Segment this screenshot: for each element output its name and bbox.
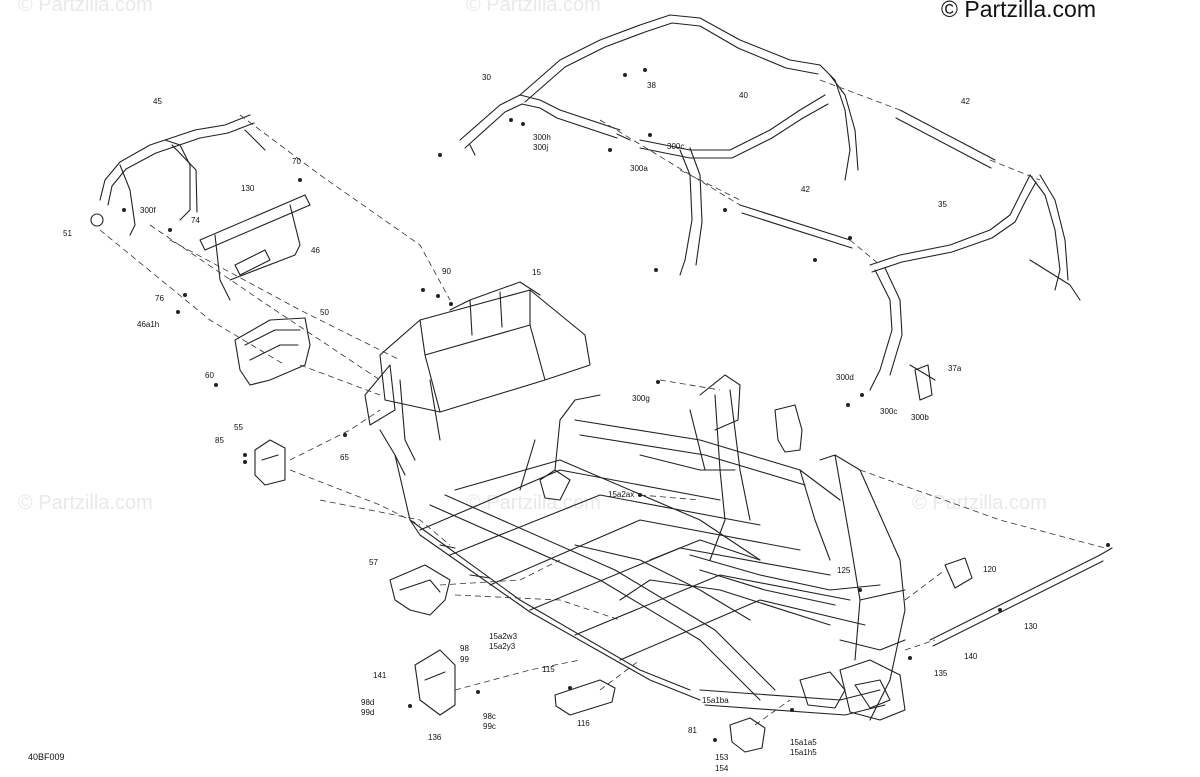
- callout-label: 76: [155, 294, 164, 303]
- callout-label: 120: [983, 565, 997, 574]
- callout-label: 300j: [533, 143, 549, 152]
- callout-label: 135: [934, 669, 948, 678]
- callout-label: 300c: [880, 407, 898, 416]
- callout-label: 38: [647, 81, 656, 90]
- callout-label: 15a1h5: [790, 748, 817, 757]
- callout-label: 70: [292, 157, 301, 166]
- callout-label: 99: [460, 655, 469, 664]
- callout-label: 98: [460, 644, 469, 653]
- callout-label: 136: [428, 733, 442, 742]
- callout-label: 116: [577, 719, 590, 728]
- watermark: © Partzilla.com: [912, 492, 1047, 514]
- callout-label: 15a2ax: [608, 490, 635, 499]
- callout-label: 140: [964, 652, 978, 661]
- callout-label: 98c: [483, 712, 496, 721]
- callout-label: 154: [715, 764, 729, 773]
- callout-label: 35: [938, 200, 947, 209]
- callout-label: 15: [532, 268, 541, 277]
- callout-label: 300c: [667, 142, 685, 151]
- callout-label: 46a1h: [137, 320, 160, 329]
- callout-label: 81: [688, 726, 697, 735]
- callout-label: 57: [369, 558, 378, 567]
- callout-label: 60: [205, 371, 214, 380]
- callout-label: 37a: [948, 364, 962, 373]
- callout-label: 15a1ba: [702, 696, 729, 705]
- watermark: © Partzilla.com: [466, 0, 601, 16]
- callout-label: 45: [153, 97, 162, 106]
- callout-label: 99c: [483, 722, 496, 731]
- callout-label: 300f: [140, 206, 156, 215]
- callout-label: 300d: [836, 373, 854, 382]
- callout-label: 153: [715, 753, 729, 762]
- callout-label: 85: [215, 436, 224, 445]
- callout-label: 300g: [632, 394, 650, 403]
- callout-label: 130: [1024, 622, 1038, 631]
- callout-label: 15a1a5: [790, 738, 817, 747]
- callout-label: 98d: [361, 698, 375, 707]
- callout-label: 42: [961, 97, 970, 106]
- callout-label: 46: [311, 246, 320, 255]
- callout-label: 15a2y3: [489, 642, 516, 651]
- callout-label: 300a: [630, 164, 648, 173]
- callout-label: 30: [482, 73, 491, 82]
- callout-label: 300h: [533, 133, 551, 142]
- callout-label: 51: [63, 229, 72, 238]
- callout-label: 15a2w3: [489, 632, 518, 641]
- callout-label: 130: [241, 184, 255, 193]
- diagram-code: 40BF009: [28, 752, 65, 762]
- callout-label: 40: [739, 91, 748, 100]
- callout-label: 74: [191, 216, 200, 225]
- callout-label: 300b: [911, 413, 929, 422]
- callout-label: 99d: [361, 708, 375, 717]
- callout-label: 90: [442, 267, 451, 276]
- callout-label: 50: [320, 308, 329, 317]
- callout-label: 125: [837, 566, 851, 575]
- callout-label: 42: [801, 185, 810, 194]
- brand-logo-text: © Partzilla.com: [941, 0, 1096, 22]
- callout-label: 55: [234, 423, 243, 432]
- callout-label: 115: [542, 665, 555, 674]
- watermark: © Partzilla.com: [18, 492, 153, 514]
- callout-label: 65: [340, 453, 349, 462]
- callout-label: 141: [373, 671, 387, 680]
- watermark: © Partzilla.com: [18, 0, 153, 16]
